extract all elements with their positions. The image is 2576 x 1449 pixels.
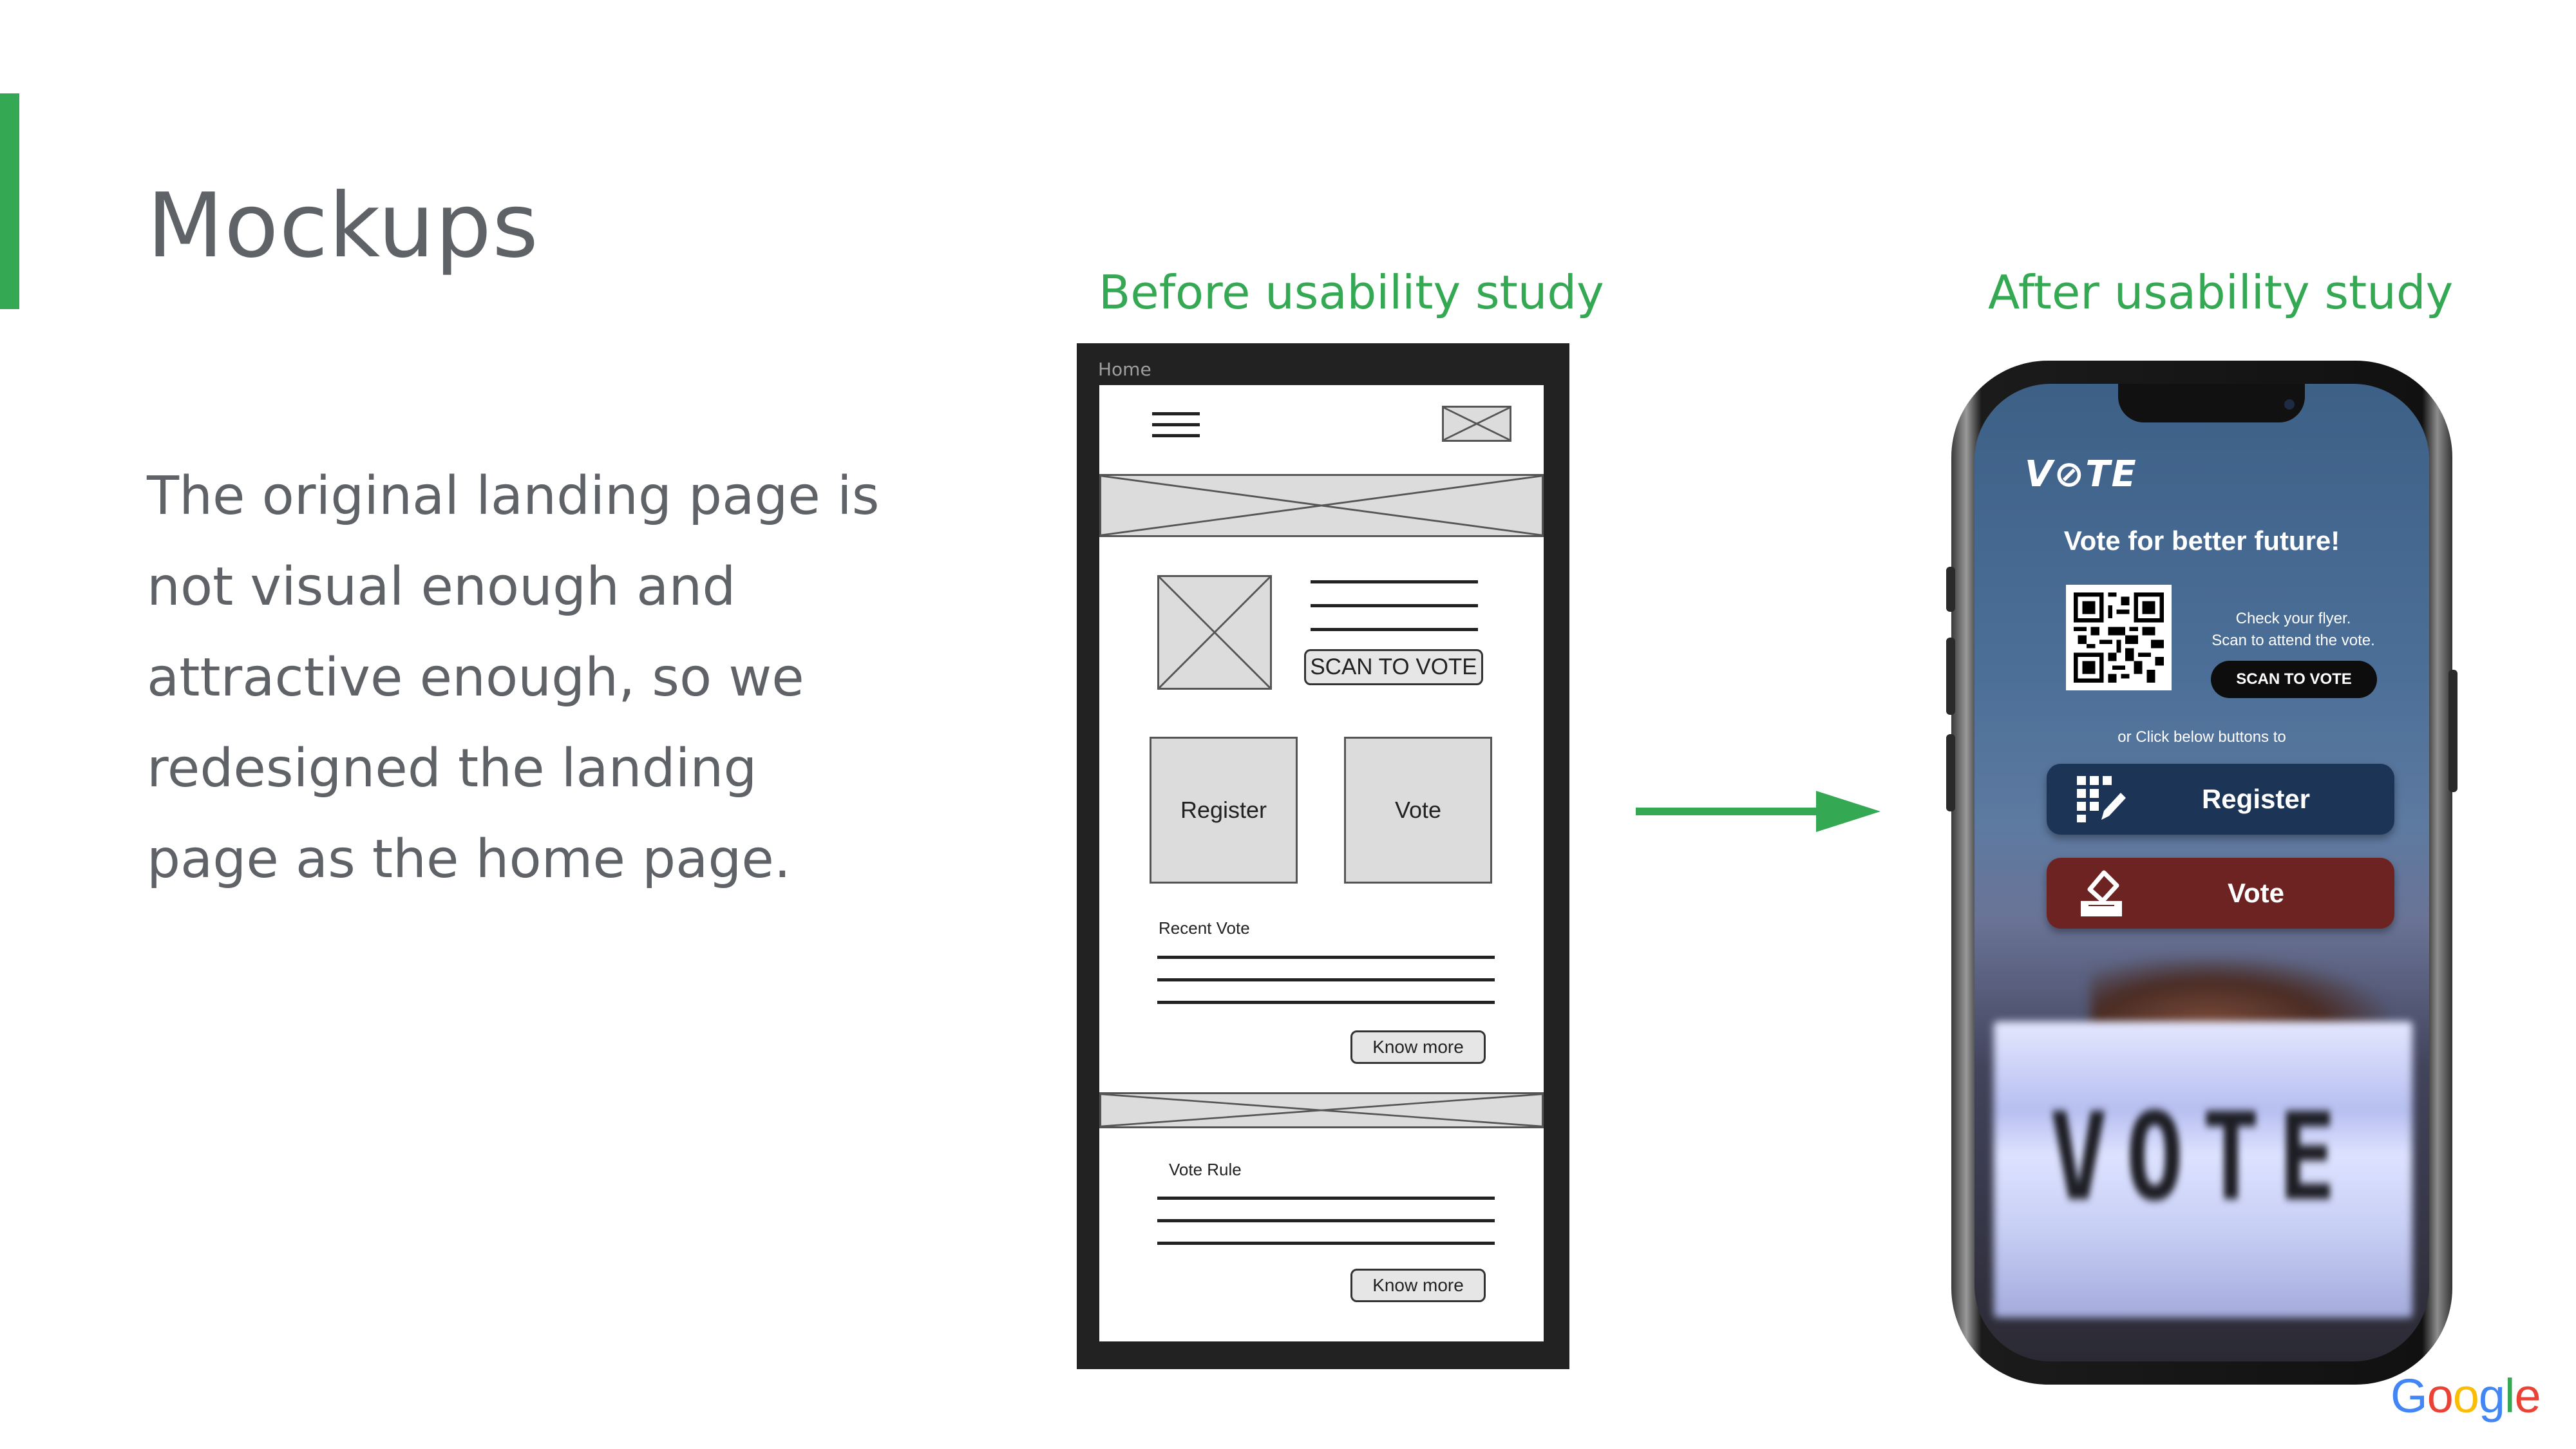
google-logo-letter: e bbox=[2514, 1369, 2541, 1423]
know-more-button[interactable]: Know more bbox=[1350, 1030, 1486, 1064]
lightbox-word: VOTE bbox=[2049, 1088, 2354, 1228]
camera-icon bbox=[2284, 399, 2295, 410]
phone-side-button bbox=[1946, 734, 1955, 811]
scan-instructions: Check your flyer. Scan to attend the vot… bbox=[2197, 608, 2390, 652]
phone-side-button bbox=[1946, 638, 1955, 715]
google-logo: Google bbox=[2391, 1368, 2541, 1423]
wireframe-screen: SCAN TO VOTE Register Vote Recent Vote K… bbox=[1099, 385, 1544, 1341]
scan-to-vote-button[interactable]: SCAN TO VOTE bbox=[2211, 661, 2377, 698]
body-line: not visual enough and bbox=[147, 556, 736, 618]
scan-text-line: Scan to attend the vote. bbox=[2211, 632, 2375, 649]
text-lines bbox=[1157, 1197, 1495, 1245]
click-below-text: or Click below buttons to bbox=[2117, 728, 2286, 746]
banner-image-placeholder bbox=[1099, 474, 1544, 537]
wireframe-mockup: Home SCAN TO VOTE Register Vote Recent V… bbox=[1077, 343, 1569, 1369]
wireframe-tab-label: Home bbox=[1098, 359, 1151, 380]
vote-tile[interactable]: Vote bbox=[1344, 737, 1492, 884]
after-title: After usability study bbox=[1988, 265, 2454, 319]
body-text: The original landing page is not visual … bbox=[147, 451, 887, 905]
lightbox-image bbox=[1994, 1021, 2412, 1318]
scan-text-line: Check your flyer. bbox=[2235, 610, 2351, 627]
phone-mockup: VOTE V⊘TE Vote for better future! Check … bbox=[1946, 361, 2458, 1385]
qr-code-icon[interactable] bbox=[2066, 585, 2172, 690]
register-tile[interactable]: Register bbox=[1150, 737, 1298, 884]
phone-side-button bbox=[1946, 567, 1955, 612]
google-logo-letter: o bbox=[2452, 1369, 2479, 1423]
google-logo-letter: g bbox=[2478, 1369, 2505, 1423]
register-button[interactable]: Register bbox=[2047, 764, 2394, 835]
qr-image-placeholder bbox=[1157, 575, 1272, 690]
text-lines bbox=[1311, 580, 1478, 631]
text-lines bbox=[1157, 956, 1495, 1004]
vote-rule-label: Vote Rule bbox=[1169, 1160, 1242, 1179]
hamburger-icon[interactable] bbox=[1152, 412, 1200, 438]
body-line: page as the home page. bbox=[147, 829, 791, 890]
body-line: attractive enough, so we bbox=[147, 647, 804, 708]
phone-side-button bbox=[2448, 670, 2458, 792]
body-line: redesigned the landing bbox=[147, 738, 757, 799]
phone-screen: VOTE V⊘TE Vote for better future! Check … bbox=[1975, 384, 2429, 1361]
scan-to-vote-button[interactable]: SCAN TO VOTE bbox=[1304, 649, 1483, 685]
divider-image-placeholder bbox=[1099, 1092, 1544, 1128]
google-logo-letter: l bbox=[2505, 1369, 2515, 1423]
phone-notch bbox=[2118, 384, 2305, 422]
grid-pencil-icon bbox=[2047, 775, 2156, 824]
google-logo-letter: o bbox=[2427, 1369, 2454, 1423]
accent-bar bbox=[0, 93, 19, 309]
arrow-right-icon bbox=[1636, 791, 1880, 832]
vote-lightbox-photo: VOTE bbox=[1975, 957, 2429, 1361]
ballot-box-icon bbox=[2047, 867, 2156, 919]
headline: Vote for better future! bbox=[2063, 526, 2340, 556]
google-logo-letter: G bbox=[2391, 1369, 2428, 1423]
app-logo: V⊘TE bbox=[2025, 453, 2137, 495]
vote-button-label: Vote bbox=[2228, 878, 2284, 908]
know-more-button[interactable]: Know more bbox=[1350, 1269, 1486, 1302]
slide-title: Mockups bbox=[147, 174, 539, 278]
before-title: Before usability study bbox=[1099, 265, 1604, 319]
recent-vote-label: Recent Vote bbox=[1159, 918, 1250, 938]
register-button-label: Register bbox=[2201, 784, 2311, 814]
mail-icon-placeholder[interactable] bbox=[1442, 406, 1511, 442]
vote-button[interactable]: Vote bbox=[2047, 858, 2394, 929]
body-line: The original landing page is bbox=[147, 466, 880, 527]
